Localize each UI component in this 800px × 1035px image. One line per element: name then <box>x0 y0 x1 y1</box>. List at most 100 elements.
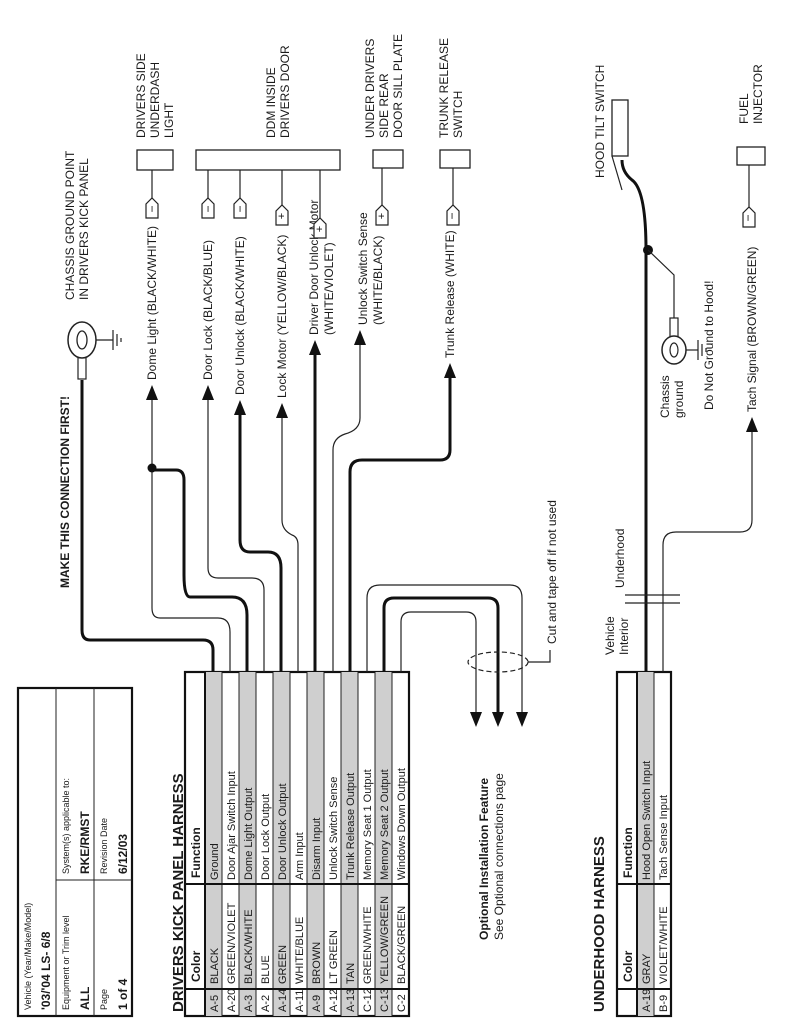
svg-text:−: − <box>445 212 459 219</box>
svg-text:−: − <box>233 205 247 212</box>
svg-text:−: − <box>145 205 159 212</box>
location-labels: DRIVERS SIDE UNDERDASH LIGHT DDM INSIDE … <box>134 34 765 178</box>
kick-panel-row: C-12 GREEN/WHITE Memory Seat 1 Output <box>357 672 374 1016</box>
underhood-harness-table: UNDERHOOD HARNESS ColorFunctionA-19GRAYH… <box>591 670 673 1018</box>
underhood-header-function: Function <box>621 827 635 878</box>
vehicle-value: '03/'04 LS- 6/8 <box>39 931 53 1010</box>
components: − − − + + + − − <box>136 146 766 239</box>
arrow-up-icon <box>234 400 246 415</box>
arrow-up-icon <box>276 403 288 418</box>
pin-cell: C-12 <box>362 988 374 1012</box>
wire-arm <box>281 418 299 672</box>
wire-hood-open <box>620 159 648 672</box>
pin-cell: B-9 <box>658 995 670 1012</box>
wire-dome-light <box>152 468 249 672</box>
pin-cell: C-13 <box>379 988 391 1012</box>
cut-tape-note: Cut and tape off if not used <box>545 500 559 644</box>
pin-cell: A-13 <box>345 989 357 1012</box>
function-cell: Disarm Input <box>311 818 323 880</box>
minus-terminal-icon <box>201 197 215 219</box>
color-cell: GREEN/WHITE <box>362 906 374 984</box>
svg-text:+: + <box>376 213 388 219</box>
wire-memseat2 <box>382 596 500 712</box>
function-cell: Door Unlock Output <box>277 783 289 880</box>
cut-tape-leader <box>528 650 551 663</box>
optional-feature-title: Optional Installation Feature <box>477 778 491 940</box>
sill-label-1: UNDER DRIVERS <box>363 39 377 138</box>
sill-label-3: DOOR SILL PLATE <box>391 34 405 138</box>
plus-terminal-icon <box>375 204 389 226</box>
function-cell: Door Lock Output <box>260 794 272 880</box>
arrow-down-icon <box>516 712 528 727</box>
function-cell: Memory Seat 1 Output <box>362 769 374 880</box>
fuel-injector-label-2: INJECTOR <box>751 64 765 124</box>
driver-unlock-label-2: (WHITE/VIOLET) <box>322 242 336 335</box>
chassis-ground-point-label-1: CHASSIS GROUND POINT <box>63 150 77 300</box>
color-cell: BLACK/WHITE <box>243 909 255 984</box>
color-cell: VIOLET/WHITE <box>658 906 670 984</box>
color-cell: GRAY <box>641 953 653 984</box>
color-cell: BLUE <box>260 955 272 984</box>
underhood-header-color: Color <box>621 950 635 982</box>
ddm-label-1: DDM INSIDE <box>264 67 278 138</box>
revision-value: 6/12/03 <box>116 834 130 874</box>
minus-terminal-icon <box>446 204 460 226</box>
color-cell: BLACK <box>209 947 221 984</box>
plus-terminal-icon <box>275 204 289 226</box>
function-cell: Windows Down Output <box>396 768 408 880</box>
wire-trunk <box>348 378 452 672</box>
function-cell: Tach Sense Input <box>658 795 670 880</box>
minus-terminal-icon <box>145 197 159 219</box>
lock-motor-label: Lock Motor (YELLOW/BLACK) <box>275 235 289 398</box>
hood-tilt-label: HOOD TILT SWITCH <box>593 65 607 178</box>
kick-panel-wires <box>80 345 551 727</box>
trunk-release-label: Trunk Release (WHITE) <box>443 230 457 358</box>
function-cell: Unlock Switch Sense <box>328 777 340 880</box>
svg-text:+: + <box>314 226 326 232</box>
page-label: Page <box>99 989 109 1010</box>
unlock-sense-label-2: (WHITE/BLACK) <box>371 236 385 325</box>
svg-text:−: − <box>201 205 215 212</box>
pin-cell: A-20 <box>226 989 238 1012</box>
trim-label: Equipment or Trim level <box>61 915 71 1010</box>
dome-light-label: Dome Light (BLACK/WHITE) <box>145 226 159 380</box>
optional-notes: Optional Installation Feature See Option… <box>477 500 559 940</box>
arrow-down-icon <box>470 712 482 727</box>
wire-door-unlock <box>238 415 283 672</box>
wire-memseat1 <box>366 584 523 712</box>
kick-panel-header-color: Color <box>189 950 203 982</box>
chassis-ground-point-label-2: IN DRIVERS KICK PANEL <box>77 158 91 300</box>
systems-label: System(s) applicable to: <box>61 778 71 874</box>
color-cell: YELLOW/GREEN <box>379 896 391 984</box>
underhood-row: B-9 VIOLET/WHITE Tach Sense Input <box>653 672 670 1016</box>
arrow-down-icon <box>492 712 504 727</box>
plus-terminal-icon <box>313 217 327 239</box>
trunk-switch-label-1: TRUNK RELEASE <box>437 38 451 138</box>
connection-arrows <box>146 330 758 432</box>
underdash-label-1: DRIVERS SIDE <box>134 53 148 138</box>
no-hood-ground-warning: Do Not Ground to Hood! <box>702 281 716 410</box>
kick-panel-harness-table: DRIVERS KICK PANEL HARNESS ColorFunction… <box>170 670 411 1018</box>
arrow-up-icon <box>444 363 456 378</box>
trunk-switch-box <box>439 149 471 169</box>
arrow-up-icon <box>746 417 758 432</box>
color-cell: GREEN <box>277 945 289 984</box>
pin-cell: A-3 <box>243 995 255 1012</box>
wire-tach <box>662 432 753 672</box>
arrow-up-icon <box>202 385 214 400</box>
kick-panel-header-function: Function <box>189 827 203 878</box>
function-cell: Arm Input <box>294 832 306 880</box>
pin-cell: A-11 <box>294 990 306 1012</box>
svg-text:−: − <box>741 214 755 221</box>
